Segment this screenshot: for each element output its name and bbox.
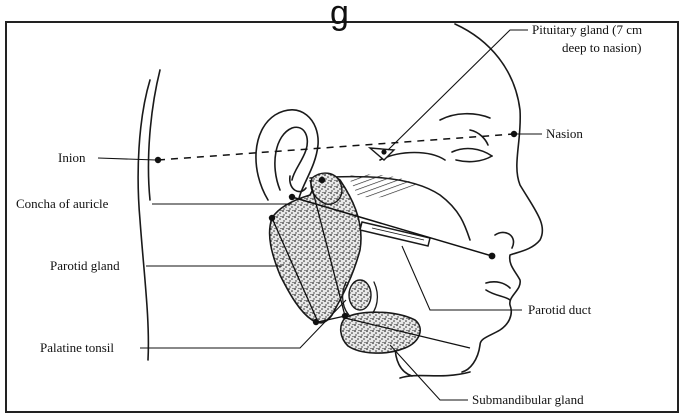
label-submandibular-gland: Submandibular gland [472,392,584,407]
label-nasion: Nasion [546,126,583,141]
inion-nasion-line [158,134,514,160]
label-parotid-gland: Parotid gland [50,258,120,273]
label-parotid-duct: Parotid duct [528,302,592,317]
gland-bottom-dot [313,319,319,325]
pituitary-marker [370,148,394,160]
tonsil-angle-dot [342,313,348,319]
lip-dot [489,253,496,260]
parotid-top-dot [269,215,275,221]
label-pituitary-gland: Pituitary gland (7 cm [532,22,642,37]
tragus-dot [319,177,325,183]
label-inion: Inion [58,150,86,165]
label-concha-of-auricle: Concha of auricle [16,196,109,211]
concha-dot [289,194,295,200]
title-fragment: g [330,0,349,32]
masseter-hatching [348,174,418,197]
label-palatine-tonsil: Palatine tonsil [40,340,114,355]
label-pituitary-depth: deep to nasion) [562,40,641,55]
